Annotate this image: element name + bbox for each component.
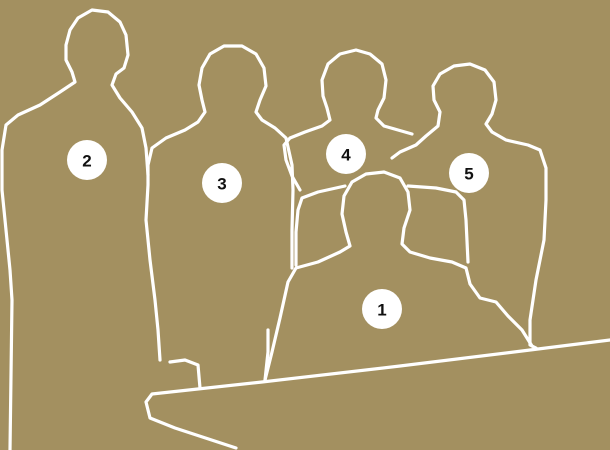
badge-label: 3: [217, 175, 226, 194]
badge-label: 5: [464, 165, 473, 184]
badge-label: 4: [341, 146, 351, 165]
badge-person-3[interactable]: 3: [202, 163, 242, 203]
badge-person-2[interactable]: 2: [67, 140, 107, 180]
badge-label: 2: [82, 152, 91, 171]
badge-person-4[interactable]: 4: [326, 134, 366, 174]
badge-label: 1: [377, 301, 386, 320]
badge-person-1[interactable]: 1: [362, 289, 402, 329]
badge-person-5[interactable]: 5: [449, 153, 489, 193]
